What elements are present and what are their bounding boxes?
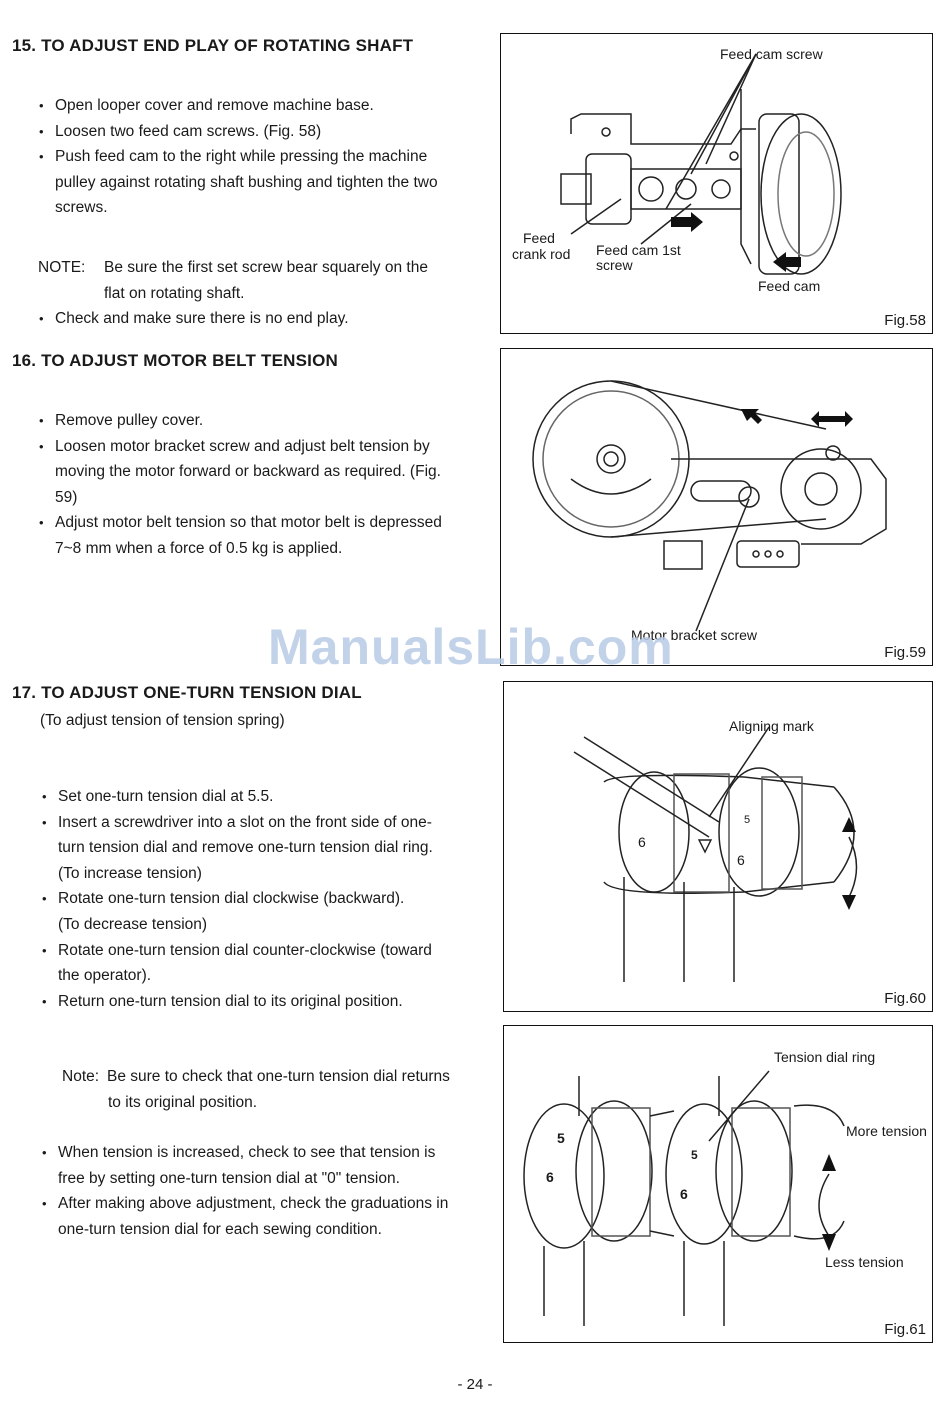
figure-number: Fig.59 [884, 644, 926, 661]
label-motor-bracket-screw: Motor bracket screw [631, 627, 758, 643]
dial-mark-5: 5 [744, 814, 751, 826]
increase-text: (To increase tension) [58, 864, 202, 882]
label-less-tension: Less tension [825, 1254, 904, 1270]
label-feed-cam-screw: Feed cam screw [720, 46, 823, 62]
label-tension-dial-ring: Tension dial ring [774, 1049, 876, 1065]
list-item: Push feed cam to the right while pressin… [38, 144, 450, 221]
section-17-note-text: Be sure to check that one-turn tension d… [107, 1068, 450, 1111]
page-number: - 24 - [457, 1376, 493, 1393]
dial-mark-5b: 5 [691, 1148, 698, 1162]
figure-59: Motor bracket screw Fig.59 [500, 348, 933, 666]
section-15-note-label: NOTE: [38, 259, 86, 276]
label-feed-crank-rod-2: crank rod [512, 246, 571, 262]
list-item: Loosen motor bracket screw and adjust be… [38, 434, 450, 511]
list-item: Insert a screwdriver into a slot on the … [41, 810, 451, 861]
figure-61: Tension dial ring More tension Less tens… [503, 1025, 933, 1343]
list-item: Adjust motor belt tension so that motor … [38, 510, 450, 561]
decrease-label: (To decrease tension) [41, 912, 451, 938]
section-15-note-text: Be sure the first set screw bear squarel… [104, 259, 428, 302]
list-item: Open looper cover and remove machine bas… [38, 93, 450, 119]
watermark: ManualsLib.com [268, 619, 674, 675]
section-17-after: When tension is increased, check to see … [41, 1140, 451, 1242]
list-item: Loosen two feed cam screws. (Fig. 58) [38, 119, 450, 145]
section-17-note-label: Note: [62, 1068, 100, 1085]
section-17-subheading: (To adjust tension of tension spring) [40, 712, 285, 729]
figure-58: Feed cam screw Feed crank rod Feed cam 1… [500, 33, 933, 334]
list-item: When tension is increased, check to see … [41, 1140, 451, 1191]
section-17-heading: 17. TO ADJUST ONE-TURN TENSION DIAL [12, 683, 362, 702]
label-more-tension: More tension [846, 1123, 927, 1139]
figure-number: Fig.58 [884, 312, 926, 329]
list-item: Return one-turn tension dial to its orig… [41, 989, 451, 1015]
label-aligning-mark: Aligning mark [729, 718, 814, 734]
tension-dial-screwdriver-illustration [573, 726, 858, 982]
dial-mark-5a: 5 [557, 1130, 565, 1146]
dial-mark-6b: 6 [737, 852, 745, 868]
section-15-check: Check and make sure there is no end play… [38, 306, 450, 332]
feed-cam-illustration [560, 53, 842, 275]
label-feed-crank-rod: Feed [523, 230, 555, 246]
list-item: Set one-turn tension dial at 5.5. [41, 784, 451, 810]
dial-mark-6b: 6 [680, 1186, 688, 1202]
list-item: Check and make sure there is no end play… [38, 306, 450, 332]
increase-label: (To increase tension) [41, 861, 451, 887]
label-feed-cam-1st-screw: Feed cam 1st [596, 242, 681, 258]
list-item: Remove pulley cover. [38, 408, 450, 434]
tension-dial-ring-illustration [523, 1070, 845, 1326]
dial-mark-6a: 6 [638, 834, 646, 850]
section-16-heading: 16. TO ADJUST MOTOR BELT TENSION [12, 351, 338, 370]
section-15-heading: 15. TO ADJUST END PLAY OF ROTATING SHAFT [12, 36, 414, 55]
list-item: Rotate one-turn tension dial counter-clo… [41, 938, 451, 989]
dial-mark-6a: 6 [546, 1169, 554, 1185]
figure-60: Aligning mark 5 6 6 Fig.60 [503, 681, 933, 1012]
section-15-steps: Open looper cover and remove machine bas… [38, 93, 450, 221]
label-feed-cam-1st-screw-2: screw [596, 257, 633, 273]
list-item: After making above adjustment, check the… [41, 1191, 451, 1242]
label-feed-cam: Feed cam [758, 278, 821, 294]
figure-number: Fig.61 [884, 1321, 926, 1338]
decrease-text: (To decrease tension) [58, 915, 208, 933]
section-16-steps: Remove pulley cover. Loosen motor bracke… [38, 408, 450, 562]
section-17-steps: Set one-turn tension dial at 5.5. Insert… [41, 784, 451, 1014]
list-item: Rotate one-turn tension dial clockwise (… [41, 886, 451, 912]
motor-belt-illustration [532, 380, 887, 632]
figure-number: Fig.60 [884, 990, 926, 1007]
